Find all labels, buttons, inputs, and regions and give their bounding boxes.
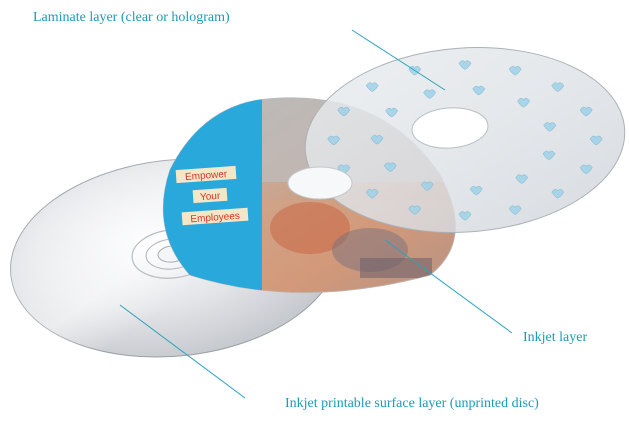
printed-text-box-3: Employees — [181, 207, 249, 226]
label-surface-layer: Inkjet printable surface layer (unprinte… — [285, 396, 539, 411]
label-inkjet-layer: Inkjet layer — [523, 330, 588, 345]
leader-line-laminate — [351, 29, 446, 91]
hologram-emblem-icon — [408, 205, 422, 215]
hologram-emblem-icon — [420, 181, 434, 191]
hologram-emblem-icon — [579, 164, 593, 174]
hologram-emblem-icon — [423, 89, 436, 99]
hologram-emblem-icon — [383, 162, 397, 172]
hologram-emblem-icon — [327, 135, 341, 146]
hologram-emblem-icon — [508, 205, 522, 215]
hologram-emblem-icon — [543, 122, 557, 132]
printed-text-box-1: Empower — [175, 165, 237, 184]
printed-text-your: Your — [200, 191, 222, 203]
hologram-emblem-icon — [551, 82, 565, 92]
printed-text-employees: Employees — [190, 211, 240, 225]
hologram-emblem-icon — [458, 211, 472, 221]
hologram-emblem-icon — [579, 106, 593, 117]
leader-line-surface — [119, 304, 246, 399]
hologram-emblem-icon — [551, 189, 565, 199]
hologram-emblem-icon — [515, 174, 529, 184]
hologram-emblem-icon — [458, 60, 472, 70]
printed-text-box-2: Your — [192, 187, 228, 203]
laminate-disc — [304, 47, 626, 233]
hologram-emblem-icon — [589, 135, 603, 146]
laminate-center-hole — [411, 107, 489, 149]
hologram-emblem-icon — [472, 85, 486, 96]
printed-text-empower: Empower — [185, 169, 229, 183]
hologram-emblem-icon — [370, 135, 384, 145]
hologram-emblem-icon — [469, 185, 483, 196]
label-laminate-layer: Laminate layer (clear or hologram) — [33, 10, 230, 25]
hologram-emblem-icon — [517, 98, 530, 108]
hologram-emblem-icon — [508, 66, 522, 76]
hologram-emblem-icon — [365, 189, 379, 199]
hologram-emblem-icon — [337, 106, 351, 117]
printed-disc-center-hole — [287, 166, 353, 200]
hologram-pattern — [327, 60, 603, 221]
leader-line-inkjet — [384, 239, 513, 334]
hologram-emblem-icon — [542, 150, 556, 161]
hologram-emblem-icon — [365, 82, 379, 92]
hologram-emblem-icon — [385, 107, 399, 118]
